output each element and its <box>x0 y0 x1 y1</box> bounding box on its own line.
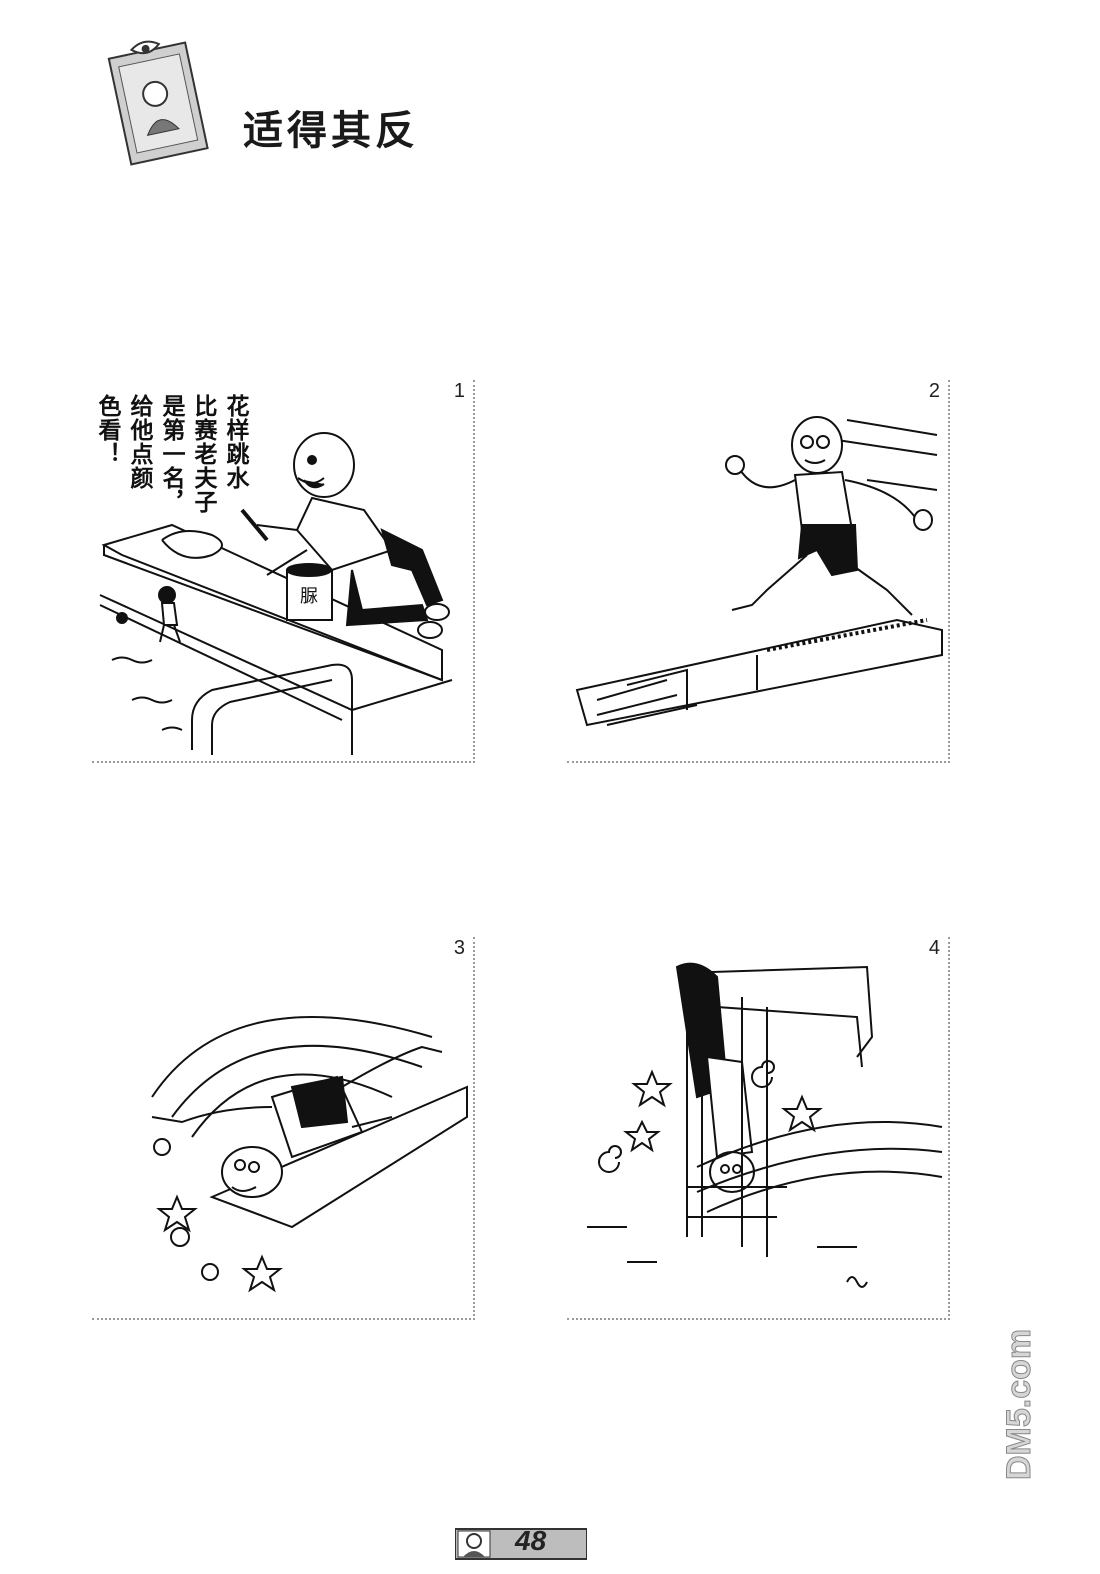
panel-number: 4 <box>928 937 940 959</box>
panel-1-artwork: 脲 <box>99 432 453 755</box>
page-number-badge <box>454 1527 588 1561</box>
speech-line: 是第一名， <box>158 394 184 514</box>
page-title: 适得其反 <box>243 108 419 154</box>
speech-line: 给他点颜 <box>126 394 152 490</box>
comic-panel-3: 3 <box>92 937 475 1320</box>
comic-panel-4: 4 <box>567 937 950 1320</box>
speech-line: 比赛老夫子 <box>190 394 216 514</box>
panel-4-artwork <box>587 962 943 1288</box>
chapter-badge-icon <box>100 28 210 168</box>
panel-number: 3 <box>453 937 465 959</box>
comic-panel-2: 2 <box>567 380 950 763</box>
page-number: 48 <box>515 1525 547 1556</box>
panel-number: 1 <box>453 380 465 402</box>
watermark-logo: DM5.com <box>1000 1328 1039 1480</box>
panel-3-artwork <box>151 1016 468 1293</box>
panel-number: 2 <box>928 380 940 402</box>
paint-can-label: 脲 <box>300 586 318 607</box>
comic-panel-1: 1 花样跳水 比赛老夫子 是第一名， 给他点颜 色看！ <box>92 380 475 763</box>
speech-line: 花样跳水 <box>222 394 248 490</box>
panel-2-artwork <box>575 416 943 727</box>
speech-text: 花样跳水 比赛老夫子 是第一名， 给他点颜 色看！ <box>94 394 250 524</box>
speech-line: 色看！ <box>94 394 120 466</box>
